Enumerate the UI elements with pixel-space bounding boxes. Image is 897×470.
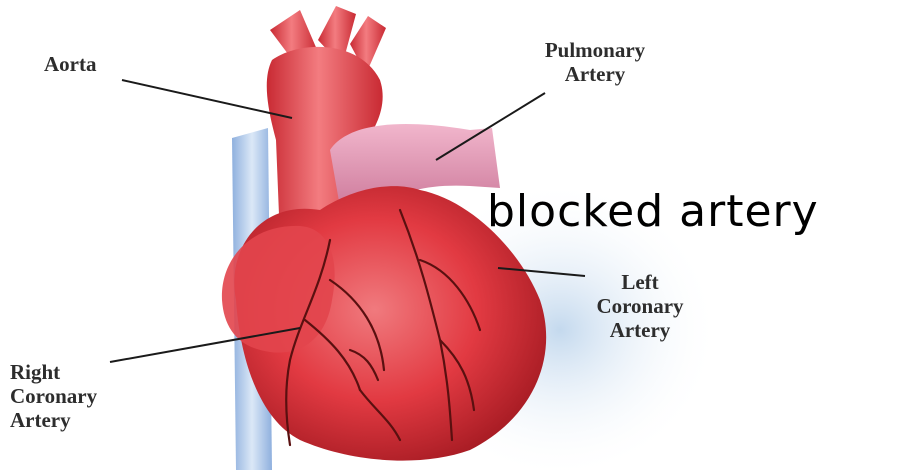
label-left-coronary-artery: Left Coronary Artery bbox=[585, 270, 695, 342]
label-aorta: Aorta bbox=[44, 52, 96, 76]
label-right-coronary-artery: Right Coronary Artery bbox=[10, 360, 97, 432]
blocked-artery-text: blocked artery bbox=[487, 186, 819, 237]
label-pulmonary-artery: Pulmonary Artery bbox=[508, 38, 682, 86]
